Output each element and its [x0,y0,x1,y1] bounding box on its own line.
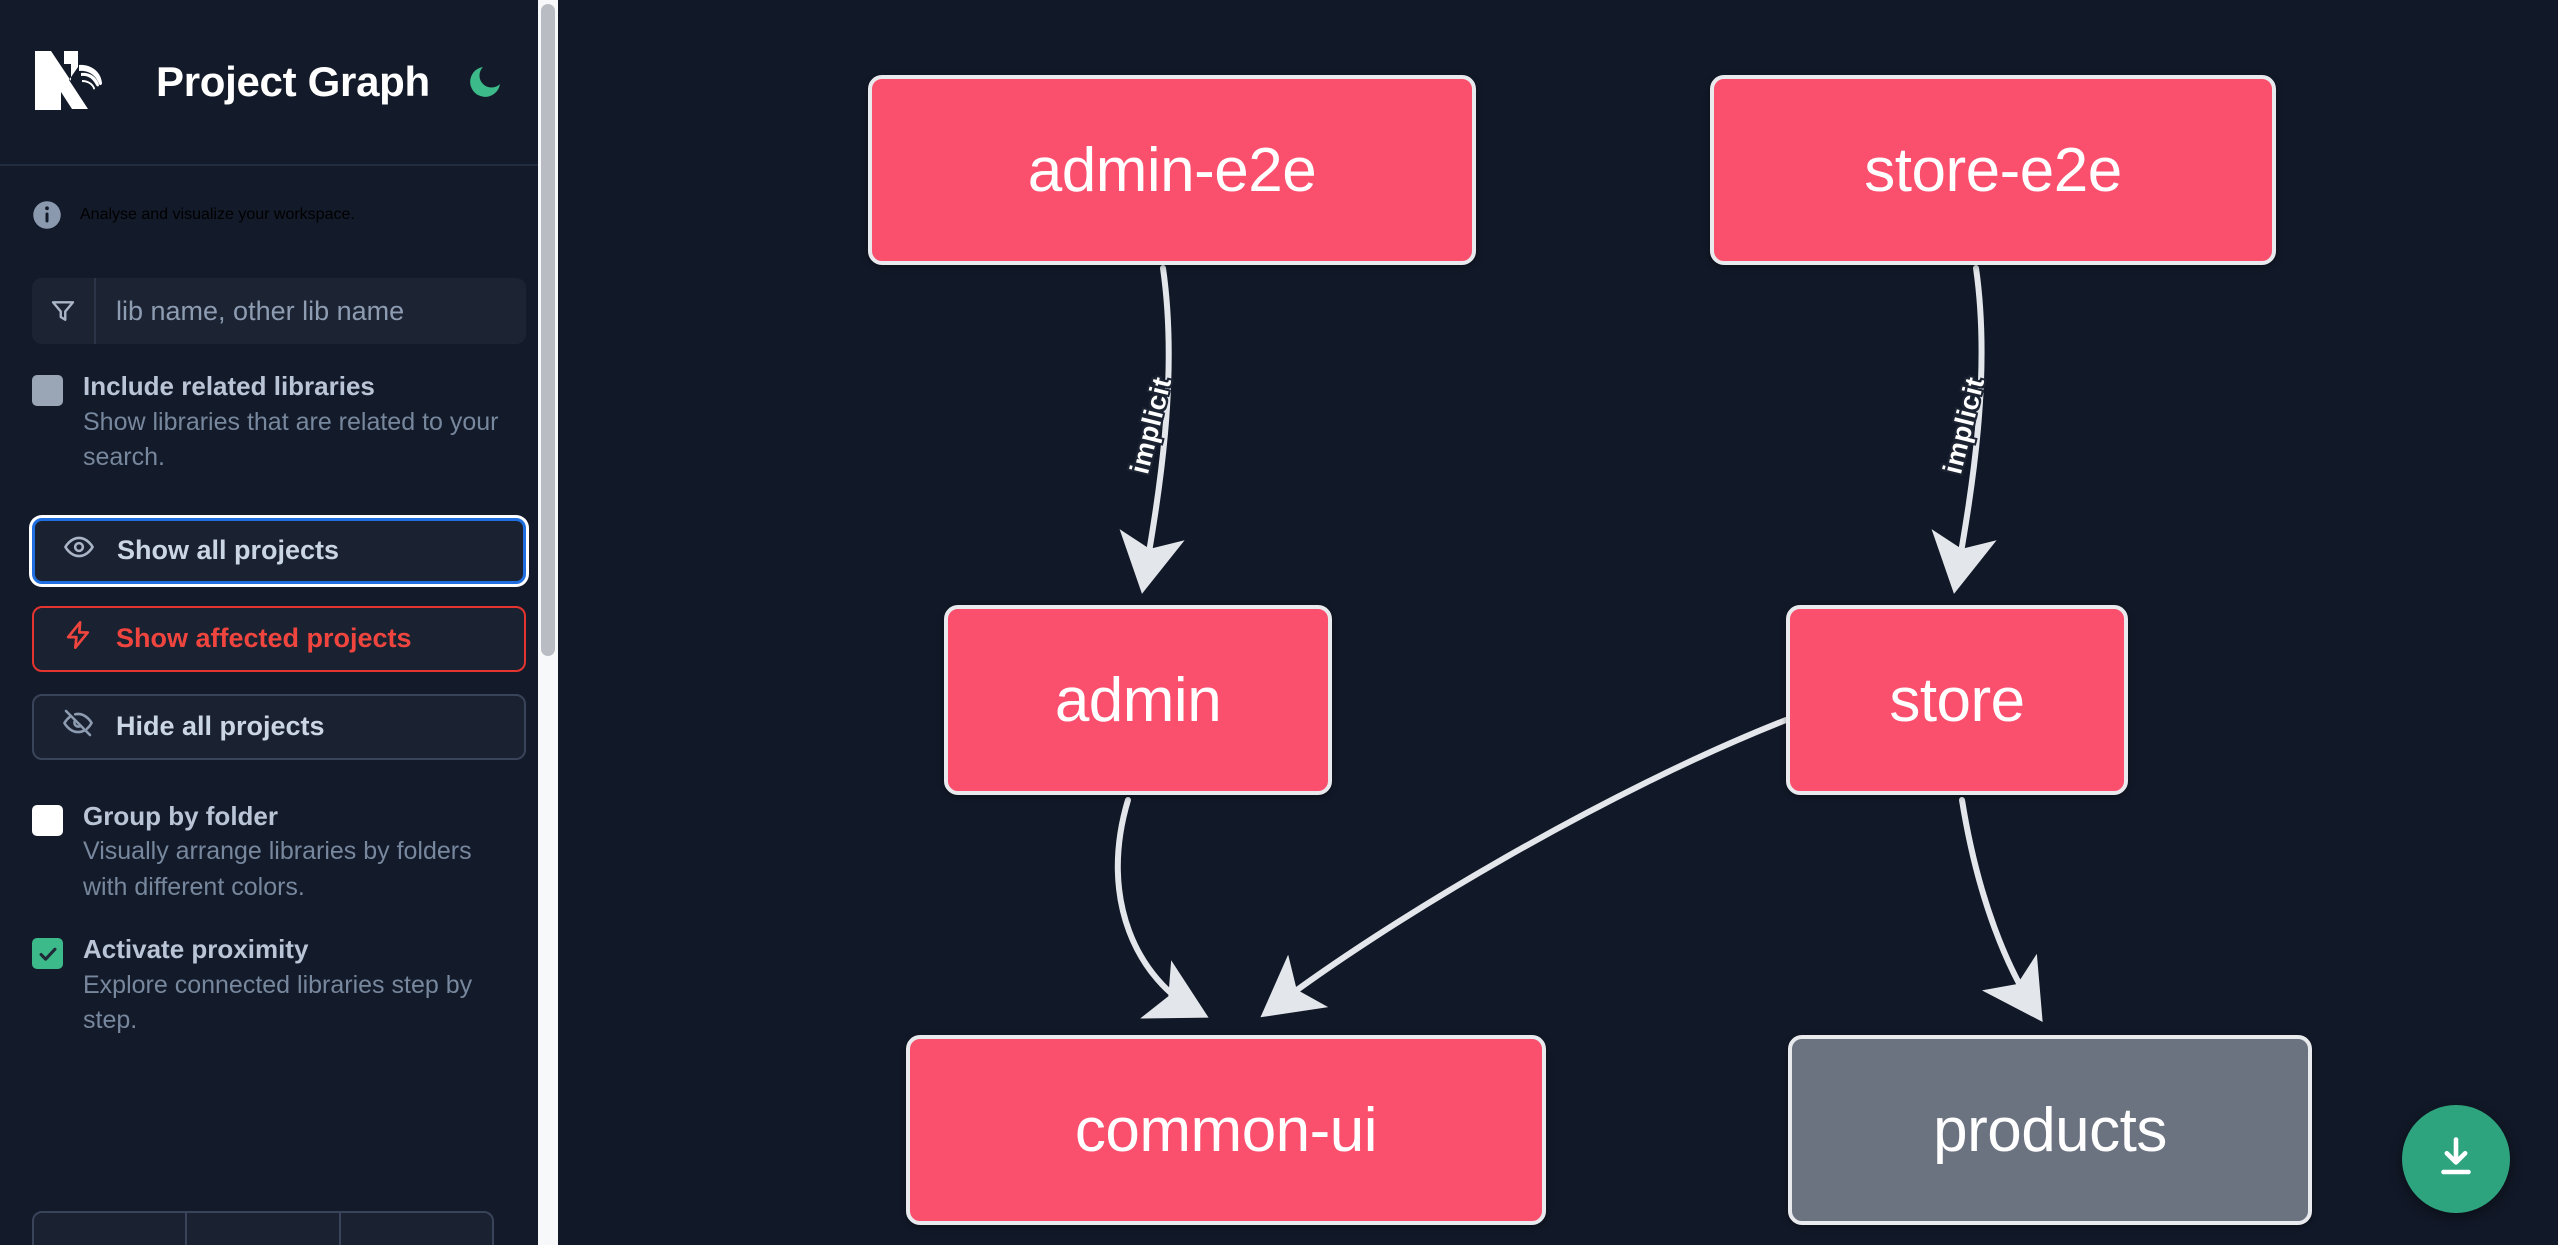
graph-node-store-e2e[interactable]: store-e2e [1710,75,2276,265]
group-by-folder-description: Visually arrange libraries by folders wi… [83,837,472,901]
graph-node-store-e2e-label: store-e2e [1864,135,2122,205]
edge-store-to-products [1959,797,2043,1022]
group-by-folder-label: Group by folder [83,800,278,831]
download-button[interactable] [2402,1105,2510,1213]
show-all-projects-button[interactable]: Show all projects [32,517,526,584]
include-related-libraries-label: Include related libraries [83,371,375,401]
activate-proximity-description: Explore connected libraries step by step… [83,970,473,1035]
graph-node-admin-e2e[interactable]: admin-e2e [868,75,1476,265]
graph-node-products[interactable]: products [1788,1035,2312,1225]
proximity-step-segmented-control[interactable] [32,1211,494,1245]
sidebar: Project Graph Analyse and visualize your… [0,0,558,1245]
graph-node-products-label: products [1933,1095,2167,1165]
edge-store-e2e-to-store [1931,265,1997,594]
graph-node-common-ui[interactable]: common-ui [906,1035,1546,1225]
moon-icon[interactable] [462,59,508,105]
visibility-button-group: Show all projects Show affected projects [0,476,558,760]
workspace-tagline: Analyse and visualize your workspace. [0,166,558,230]
search-input[interactable] [96,278,526,344]
sidebar-scrollbar-track[interactable] [538,0,558,1245]
group-by-folder-checkbox[interactable] [32,804,63,836]
filter-funnel-icon [32,278,96,344]
graph-node-store-label: store [1889,665,2025,735]
graph-node-common-ui-label: common-ui [1074,1095,1378,1165]
graph-edges [1114,265,2043,1022]
checkbox-include-related-libraries[interactable]: Include related libraries Show libraries… [0,344,558,476]
segment-option-1[interactable] [34,1213,188,1245]
hide-all-projects-button[interactable]: Hide all projects [32,693,526,760]
nx-logo-icon [32,47,128,117]
eye-icon [63,531,95,570]
include-related-libraries-checkbox[interactable] [32,375,63,406]
search-field[interactable] [32,278,526,344]
lightning-bolt-icon [62,619,94,658]
graph-node-store[interactable]: store [1786,605,2128,795]
edge-admin-e2e-to-admin [1119,265,1185,594]
show-all-projects-label: Show all projects [117,535,340,565]
sidebar-body: Analyse and visualize your workspace. In… [0,166,558,1245]
graph-node-admin-label: admin [1054,665,1222,735]
checkbox-group-by-folder[interactable]: Group by folder Visually arrange librari… [0,760,558,906]
show-affected-projects-label: Show affected projects [116,623,412,653]
sidebar-header: Project Graph [0,0,558,166]
include-related-libraries-description: Show libraries that are related to your … [83,407,499,472]
sidebar-scrollbar-thumb[interactable] [541,4,555,656]
info-icon [32,200,62,230]
eye-off-icon [62,707,94,746]
activate-proximity-checkbox[interactable] [32,938,63,969]
segment-option-3[interactable] [341,1213,492,1245]
activate-proximity-label: Activate proximity [83,934,309,964]
graph-node-admin-e2e-label: admin-e2e [1027,135,1317,205]
checkbox-activate-proximity[interactable]: Activate proximity Explore connected lib… [0,905,558,1039]
graph-canvas[interactable]: admin-e2e store-e2e admin store common-u… [558,0,2558,1245]
show-affected-projects-button[interactable]: Show affected projects [32,605,526,672]
page-title: Project Graph [156,58,430,105]
edge-store-to-common-ui [1260,717,1789,1018]
download-icon [2431,1132,2481,1187]
hide-all-projects-label: Hide all projects [116,711,325,741]
segment-option-2[interactable] [187,1213,341,1245]
edge-admin-to-common-ui [1114,797,1209,1019]
tagline-text: Analyse and visualize your workspace. [80,206,355,223]
graph-node-admin[interactable]: admin [944,605,1332,795]
